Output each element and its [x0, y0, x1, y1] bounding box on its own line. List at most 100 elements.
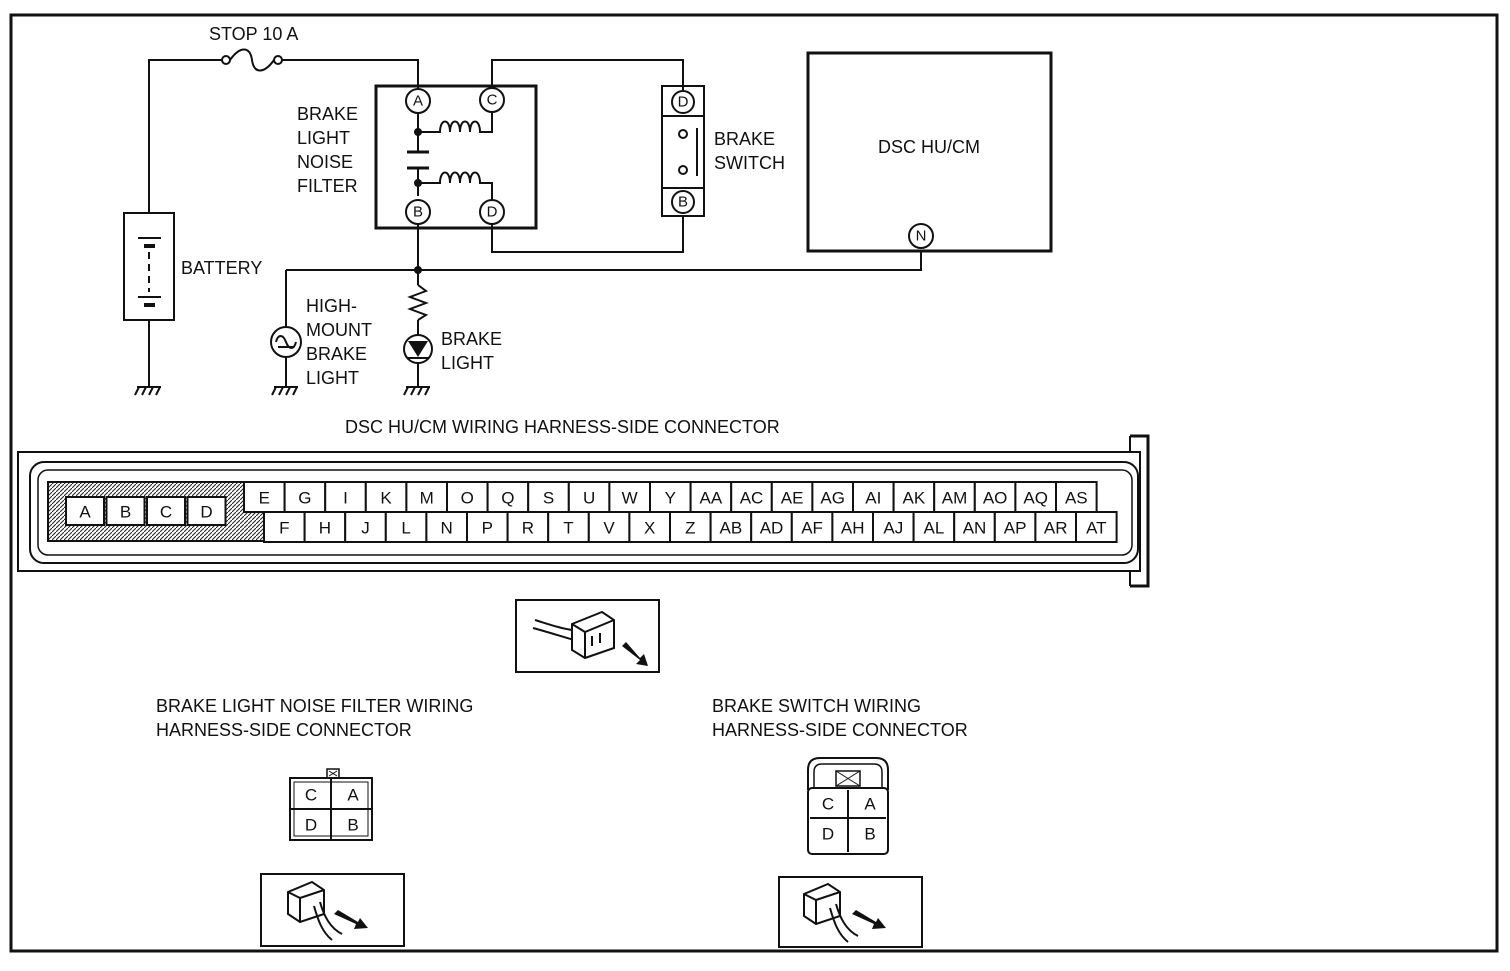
- dsc-pin-af-cell: [790, 511, 834, 543]
- dsc-pin-aj-cell: [872, 511, 915, 543]
- dsc-pin-ap: AP: [1004, 519, 1027, 538]
- dsc-pin-aj: AJ: [883, 519, 903, 538]
- brake-switch-box: [661, 85, 705, 217]
- svg-text:SWITCH: SWITCH: [714, 153, 785, 173]
- dsc-pin-n: N: [441, 519, 453, 538]
- switch-connector-face: C A D B: [807, 757, 889, 855]
- dsc-pin-g: G: [298, 489, 311, 508]
- dsc-pin-am-cell: [933, 481, 976, 513]
- dsc-pin-aq: AQ: [1023, 489, 1048, 508]
- dsc-pin-r: R: [522, 519, 534, 538]
- svg-text:FILTER: FILTER: [297, 176, 358, 196]
- dsc-module-label: DSC HU/CM: [878, 137, 980, 157]
- battery-label: BATTERY: [181, 258, 262, 278]
- dsc-pin-ap-cell: [993, 511, 1037, 543]
- dsc-pin-i: I: [343, 489, 348, 508]
- svg-text:BRAKE LIGHT NOISE FILTER WIRI: BRAKE LIGHT NOISE FILTER WIRING: [156, 696, 473, 716]
- dsc-pin-ae-cell: [770, 481, 814, 513]
- filter-pin-c: C: [487, 92, 498, 109]
- outer-frame: [9, 13, 1499, 953]
- filter-pin-d: D: [487, 204, 498, 221]
- dsc-pin-a: A: [79, 503, 91, 522]
- dsc-pin-e: E: [259, 489, 270, 508]
- dsc-pin-m: M: [420, 489, 434, 508]
- brake-switch-label: BRAKE SWITCH: [714, 129, 785, 173]
- switch-connector-view-icon: [778, 876, 923, 948]
- high-mount-label: HIGH- MOUNT BRAKE LIGHT: [306, 296, 372, 388]
- switch-pin-d: D: [678, 94, 689, 111]
- brake-light-symbol: [403, 334, 433, 364]
- svg-text:NOISE: NOISE: [297, 152, 353, 172]
- dsc-pin-ac: AC: [740, 489, 764, 508]
- switch-pin-b: B: [678, 194, 688, 211]
- svg-text:BRAKE: BRAKE: [441, 329, 502, 349]
- filter-conn-pin-a: A: [347, 786, 359, 805]
- svg-text:LIGHT: LIGHT: [441, 353, 494, 373]
- dsc-pin-k-cell: [364, 481, 408, 513]
- dsc-module-box: [806, 51, 1053, 253]
- dsc-pin-as: AS: [1065, 489, 1088, 508]
- dsc-pin-at: AT: [1086, 519, 1106, 538]
- dsc-pin-aa-cell: [689, 481, 733, 513]
- dsc-pin-x-cell: [628, 511, 672, 543]
- dsc-pin-v-cell: [587, 511, 631, 543]
- high-mount-lamp-symbol: [270, 326, 302, 358]
- dsc-pin-k: K: [380, 489, 392, 508]
- dsc-pin-m-cell: [405, 481, 448, 513]
- dsc-pin-o: O: [461, 489, 474, 508]
- svg-text:HARNESS-SIDE CONNECTOR: HARNESS-SIDE CONNECTOR: [712, 720, 968, 740]
- dsc-pin-d: D: [200, 503, 212, 522]
- filter-label: BRAKE LIGHT NOISE FILTER: [297, 104, 358, 196]
- filter-conn-pin-d: D: [305, 816, 317, 835]
- fuse-symbol: [221, 48, 283, 72]
- dsc-pin-p-cell: [466, 511, 509, 543]
- filter-connector-view-icon: [260, 873, 405, 947]
- switch-conn-pin-b: B: [864, 825, 875, 844]
- svg-text:BRAKE: BRAKE: [714, 129, 775, 149]
- dsc-pin-ah-cell: [831, 511, 875, 543]
- brake-light-label: BRAKE LIGHT: [441, 329, 502, 373]
- dsc-pin-j: J: [361, 519, 370, 538]
- dsc-pin-a-cell: [65, 496, 105, 526]
- dsc-pin-b-cell: [105, 496, 146, 526]
- filter-conn-pin-b: B: [347, 816, 358, 835]
- filter-pin-b: B: [413, 204, 423, 221]
- dsc-pin-d-cell: [186, 496, 227, 526]
- dsc-pin-y: Y: [665, 489, 676, 508]
- dsc-pin-t: T: [563, 519, 573, 538]
- dsc-pin-f-cell: [263, 511, 306, 543]
- brake-switch-internals: D B: [662, 90, 704, 214]
- svg-text:BRAKE: BRAKE: [306, 344, 367, 364]
- dsc-pin-ai: AI: [865, 489, 881, 508]
- dsc-pin-u: U: [583, 489, 595, 508]
- connector-view-icon: [515, 599, 660, 673]
- dsc-pin-as-cell: [1055, 481, 1098, 513]
- dsc-pin-an-cell: [953, 511, 996, 543]
- dsc-pin-l: L: [401, 519, 410, 538]
- dsc-pin-b: B: [120, 503, 131, 522]
- dsc-pin-v: V: [603, 519, 615, 538]
- dsc-pin-al: AL: [924, 519, 945, 538]
- filter-pin-circles: A C B D: [405, 87, 505, 225]
- dsc-pin-ae: AE: [781, 489, 804, 508]
- dsc-pin-ad: AD: [760, 519, 784, 538]
- battery-symbol: [123, 212, 175, 321]
- dsc-pin-w: W: [622, 489, 638, 508]
- schematic-wires: [148, 59, 922, 387]
- dsc-pin-at-cell: [1075, 511, 1118, 543]
- svg-text:HARNESS-SIDE CONNECTOR: HARNESS-SIDE CONNECTOR: [156, 720, 412, 740]
- switch-conn-pin-c: C: [822, 795, 834, 814]
- switch-conn-pin-d: D: [822, 825, 834, 844]
- dsc-pin-q: Q: [501, 489, 514, 508]
- junction-dot: [414, 266, 422, 274]
- dsc-pin-f: F: [279, 519, 289, 538]
- dsc-pin-ad-cell: [750, 511, 793, 543]
- dsc-pin-ab: AB: [720, 519, 743, 538]
- noise-filter-internals: [407, 112, 493, 200]
- dsc-pin-e-cell: [243, 481, 286, 513]
